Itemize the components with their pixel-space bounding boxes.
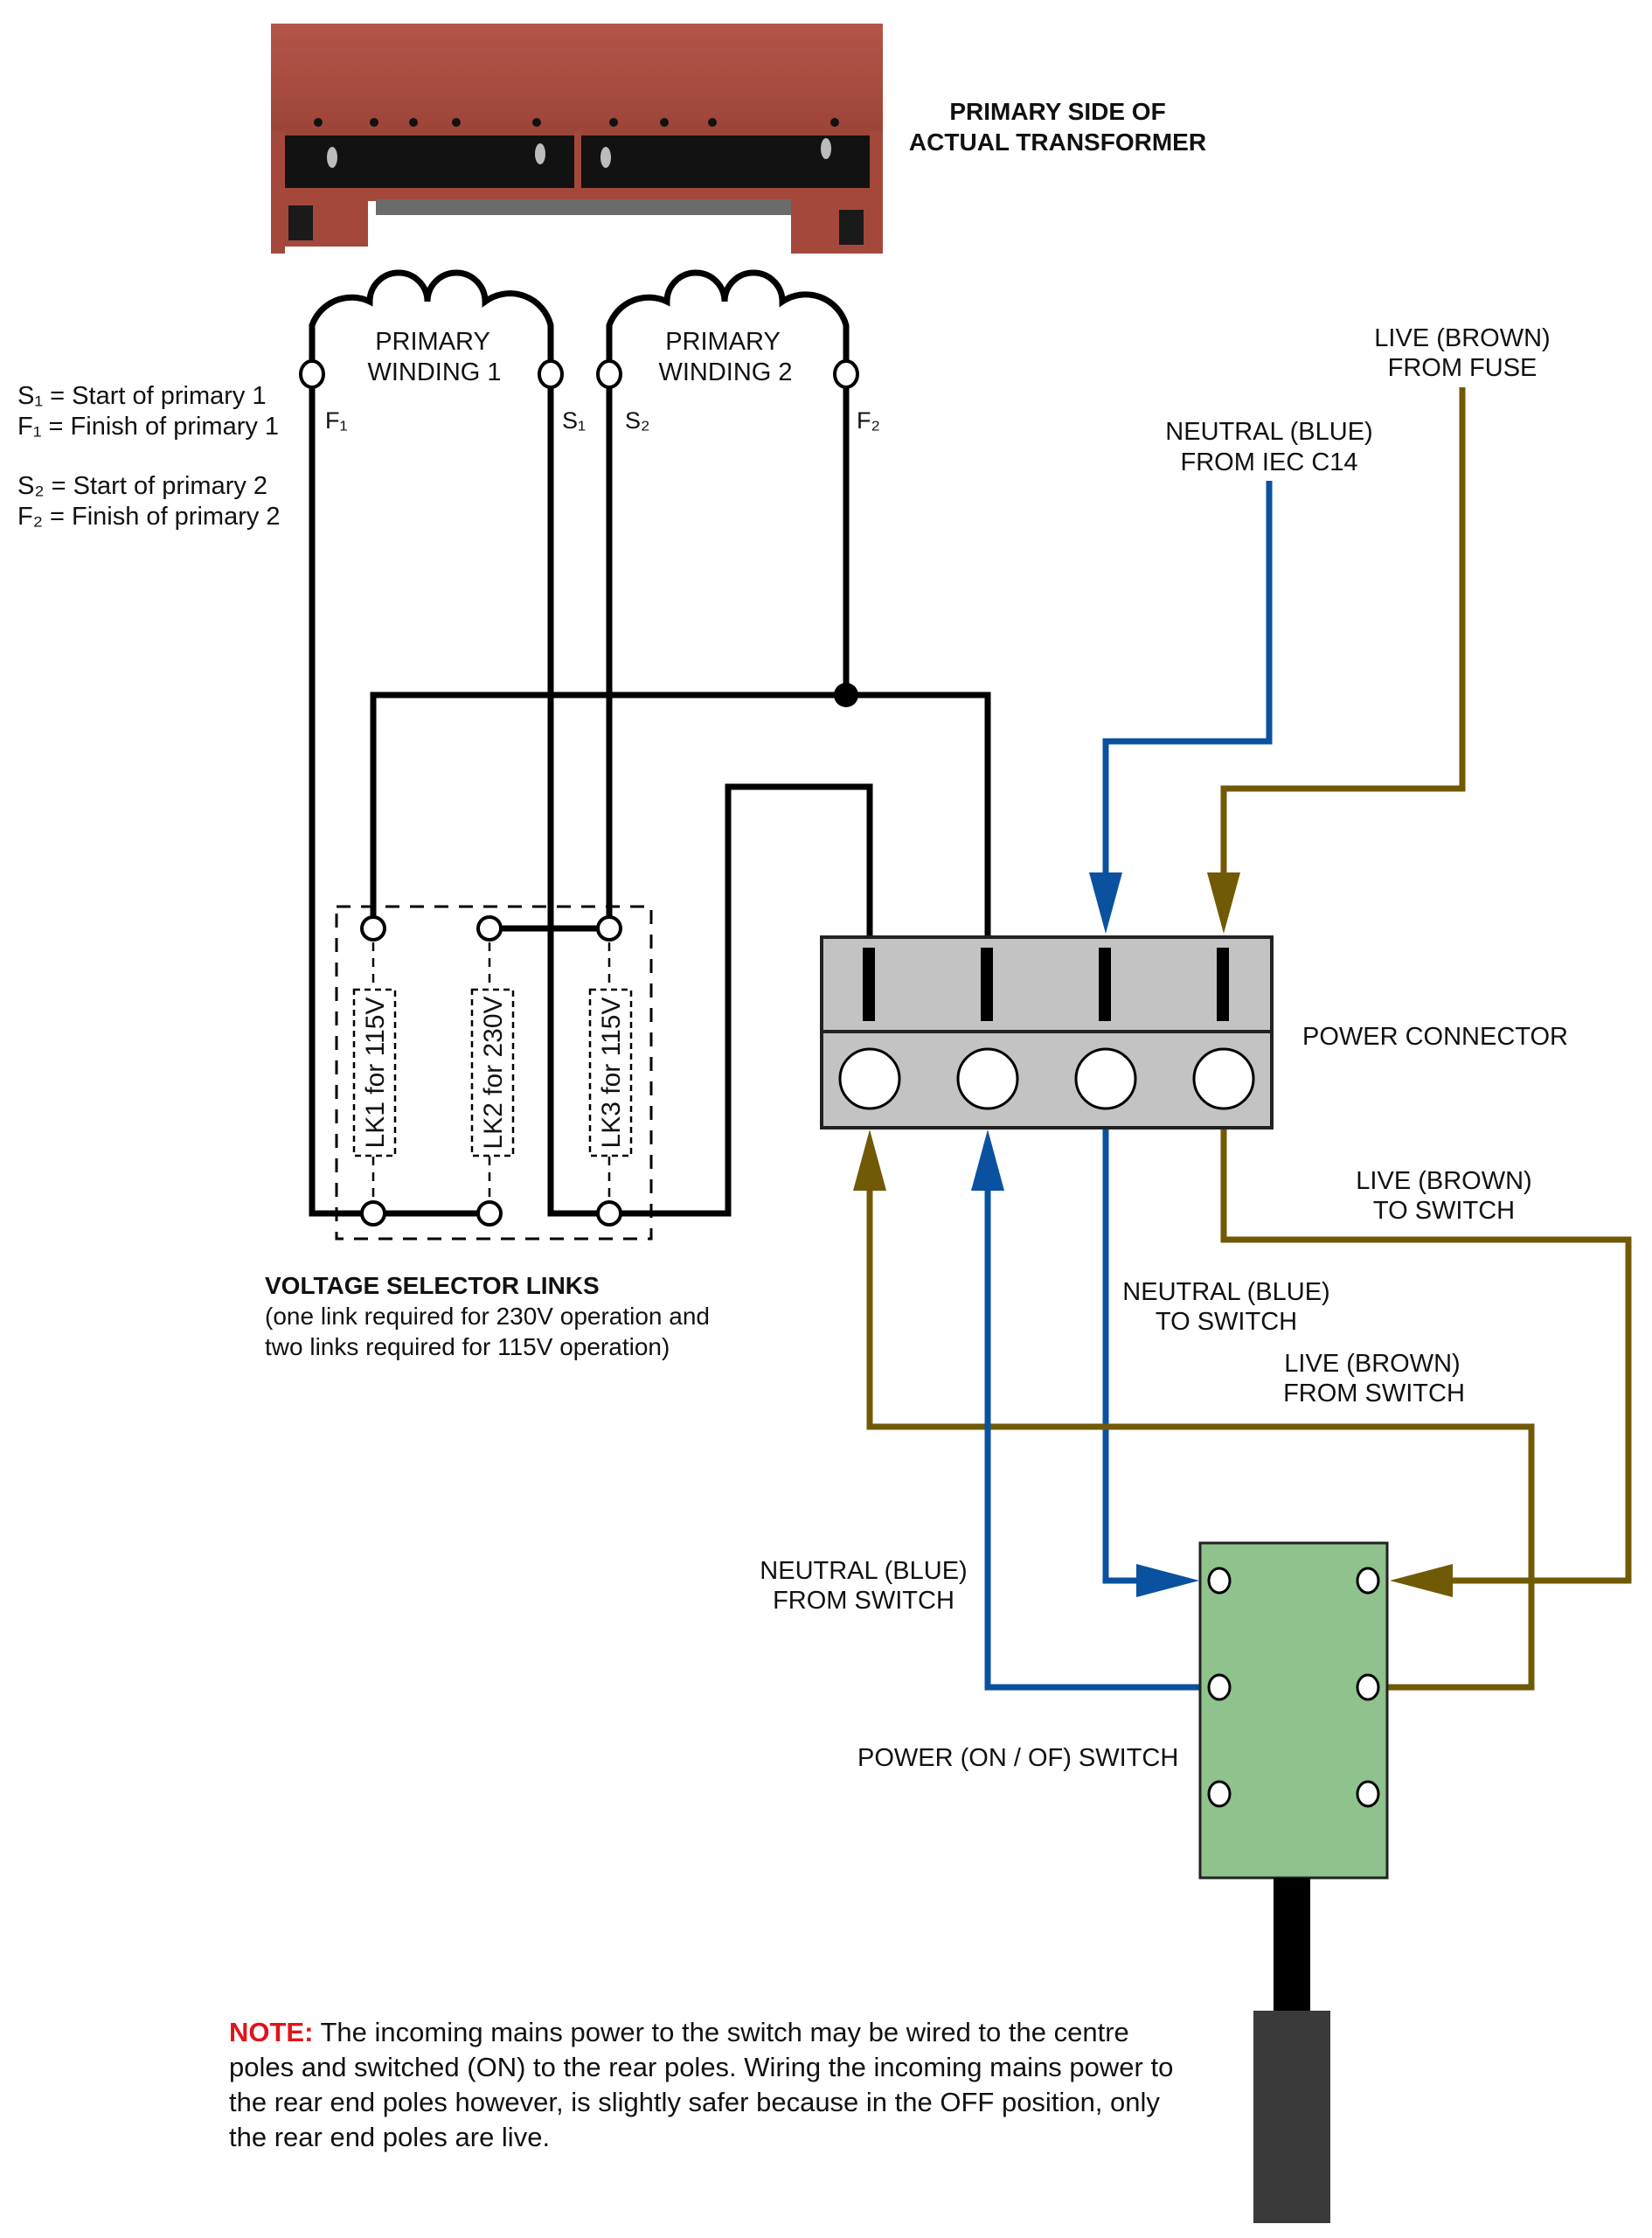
label-live-to-switch-1: LIVE (BROWN) (1356, 1167, 1531, 1195)
link-box-lk2 (470, 988, 515, 1157)
wire-live-to-switch (1220, 1129, 1632, 1584)
voltage-selector-desc-line1: (one link required for 230V operation an… (265, 1303, 710, 1330)
terminal-label-s2: S₂ (625, 407, 650, 434)
switch-handle (1253, 2011, 1330, 2223)
winding-1-label-line2: WINDING 1 (367, 358, 501, 386)
link-label-lk1: LK1 for 115V (361, 997, 390, 1149)
terminal-label-f2: F₂ (857, 407, 880, 434)
winding-1-label-line1: PRIMARY (375, 328, 490, 356)
terminal-label-f1: F₁ (325, 407, 348, 434)
legend-f2: F₂ = Finish of primary 2 (17, 503, 281, 531)
power-connector-label: POWER CONNECTOR (1302, 1023, 1568, 1051)
note-text: The incoming mains power to the switch m… (229, 2017, 1174, 2152)
power-connector (820, 935, 1274, 1129)
power-switch-label: POWER (ON / OF) SWITCH (857, 1744, 1178, 1772)
primary-winding-1 (309, 269, 554, 364)
wire-neutral-to-switch (1102, 1129, 1136, 1584)
arrow-live-into-connector (1207, 872, 1240, 934)
power-switch (1198, 1541, 1389, 2223)
switch-pole-rear-right (1356, 1567, 1380, 1595)
terminal-f1 (299, 359, 325, 389)
switch-pole-rear-left (1207, 1567, 1232, 1595)
label-live-from-switch-2: FROM SWITCH (1283, 1380, 1465, 1407)
lk2-top (476, 915, 503, 942)
legend-f1: F₁ = Finish of primary 1 (17, 413, 279, 441)
terminal-s1 (538, 359, 564, 389)
lk1-bottom (360, 1200, 386, 1227)
wire-neutral-from-switch (984, 1191, 1200, 1691)
note-heading: NOTE: (229, 2017, 314, 2047)
primary-winding-2 (606, 269, 850, 364)
label-neutral-to-switch-1: NEUTRAL (BLUE) (1122, 1278, 1329, 1306)
wire-neutral-from-iec (1102, 481, 1273, 874)
arrow-neutral-into-pin2 (971, 1129, 1004, 1191)
voltage-selector-title: VOLTAGE SELECTOR LINKS (265, 1272, 600, 1299)
winding-terminals (299, 359, 859, 389)
voltage-selector-desc-line2: two links required for 115V operation) (265, 1333, 670, 1360)
winding-2-label-line2: WINDING 2 (658, 358, 792, 386)
lk3-top (596, 915, 622, 942)
label-live-from-switch-1: LIVE (BROWN) (1284, 1350, 1460, 1378)
link-box-lk1 (352, 988, 397, 1157)
note-paragraph: NOTE: The incoming mains power to the sw… (229, 2015, 1190, 2155)
legend-s1: S₁ = Start of primary 1 (17, 382, 267, 410)
label-neutral-from-switch-2: FROM SWITCH (773, 1587, 954, 1615)
arrow-live-into-pin1 (853, 1129, 886, 1191)
wire-lk3-pin1 (609, 783, 873, 1217)
terminal-s2 (596, 359, 622, 389)
label-neutral-from-iec-2: FROM IEC C14 (1180, 448, 1357, 476)
label-live-to-switch-2: TO SWITCH (1373, 1197, 1515, 1225)
arrow-live-into-switch (1390, 1564, 1453, 1597)
connector-blade-3 (1099, 948, 1111, 1021)
wire-bus (370, 692, 991, 940)
link-boxes (352, 988, 633, 1157)
winding-1-coil (309, 269, 554, 364)
connector-blade-2 (981, 948, 993, 1021)
transformer-photo (271, 24, 883, 254)
label-live-from-fuse-1: LIVE (BROWN) (1374, 324, 1550, 352)
wire-live-from-fuse (1220, 387, 1466, 874)
wire-f1 (309, 385, 489, 1217)
connector-blade-4 (1217, 948, 1229, 1021)
link-box-lk3 (588, 988, 633, 1157)
connector-blade-1 (863, 948, 875, 1021)
transformer-title-line1: PRIMARY SIDE OF (949, 98, 1165, 125)
winding-2-label-line1: PRIMARY (665, 328, 781, 356)
arrow-neutral-into-switch (1136, 1564, 1199, 1597)
link-label-lk2: LK2 for 230V (479, 996, 508, 1149)
lk3-bottom (596, 1200, 622, 1227)
connector-socket-3 (1074, 1047, 1137, 1110)
winding-2-coil (606, 269, 850, 364)
legend-s2: S₂ = Start of primary 2 (17, 472, 267, 500)
arrow-neutral-into-connector (1089, 872, 1122, 934)
switch-pole-front-right (1356, 1780, 1380, 1808)
connector-socket-4 (1192, 1047, 1255, 1110)
label-neutral-to-switch-2: TO SWITCH (1156, 1308, 1297, 1336)
label-neutral-from-iec-1: NEUTRAL (BLUE) (1165, 418, 1372, 446)
link-label-lk3: LK3 for 115V (597, 997, 626, 1149)
connector-socket-1 (838, 1047, 901, 1110)
voltage-selector-box (335, 905, 653, 1241)
wire-s1 (547, 385, 725, 1217)
switch-shaft (1274, 1878, 1310, 2011)
label-live-from-fuse-2: FROM FUSE (1388, 354, 1537, 382)
terminal-label-s1: S₁ (562, 407, 586, 434)
link-terminals (360, 915, 622, 1227)
switch-pole-front-left (1207, 1780, 1232, 1808)
lk2-bottom (476, 1200, 503, 1227)
terminal-f2 (833, 359, 859, 389)
connector-socket-2 (956, 1047, 1019, 1110)
wire-live-from-switch (866, 1191, 1535, 1691)
label-neutral-from-switch-1: NEUTRAL (BLUE) (760, 1557, 967, 1585)
junction-dot (834, 683, 858, 707)
switch-pole-centre-left (1207, 1673, 1232, 1701)
switch-pole-centre-right (1356, 1673, 1380, 1701)
transformer-title-line2: ACTUAL TRANSFORMER (909, 129, 1206, 156)
lk1-top (360, 915, 386, 942)
black-wiring (309, 385, 991, 1217)
link-dashes (371, 942, 611, 1199)
